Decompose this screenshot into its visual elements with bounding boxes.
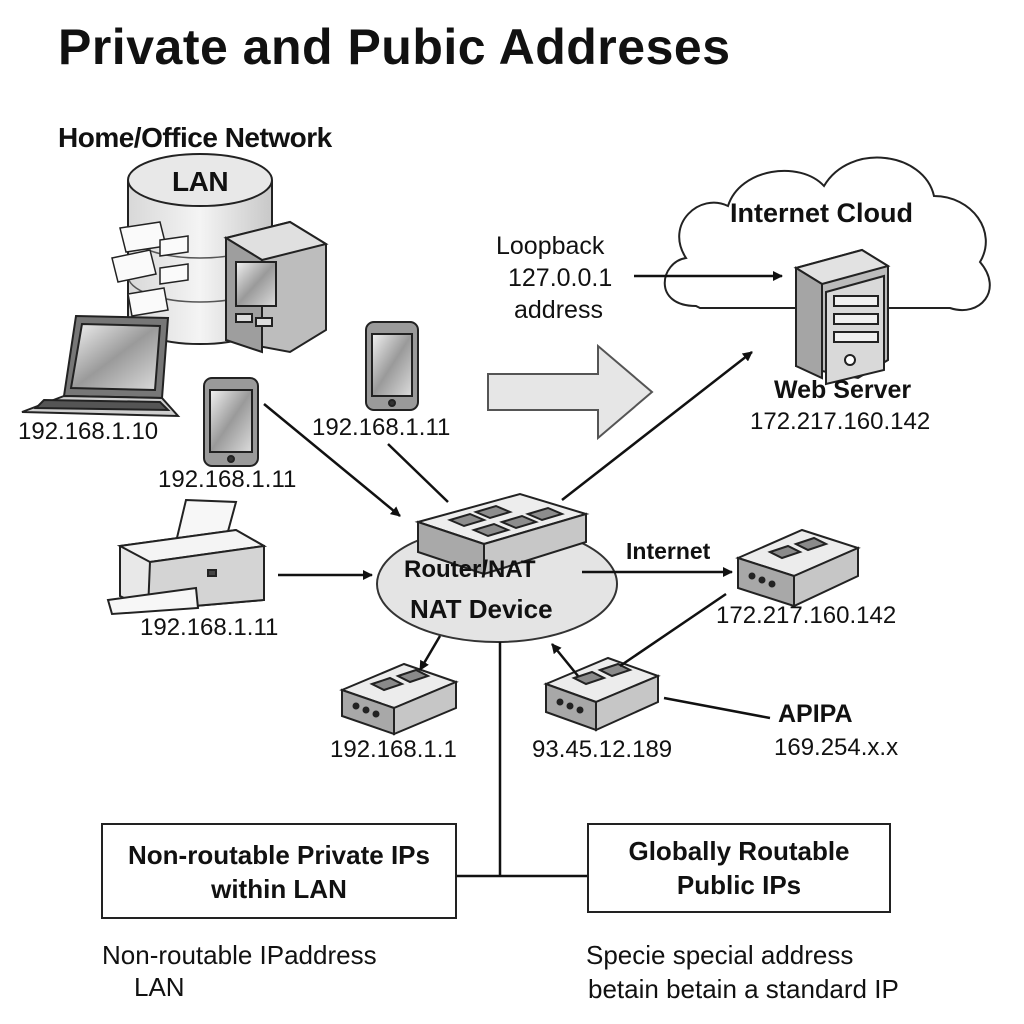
public-ip-box bbox=[587, 823, 891, 913]
phone-ip: 192.168.1.11 bbox=[158, 466, 297, 493]
smartphone-icon bbox=[365, 321, 419, 411]
web-server-ip: 172.217.160.142 bbox=[750, 408, 931, 435]
printer-icon bbox=[106, 498, 268, 616]
internet-cloud-shape bbox=[663, 156, 991, 311]
nat-device-label: NAT Device bbox=[410, 594, 553, 624]
printer-ip: 192.168.1.11 bbox=[140, 614, 279, 641]
private-ip-box bbox=[101, 823, 457, 919]
apipa-range: 169.254.x.x bbox=[774, 734, 899, 761]
internet-device-ip: 172.217.160.142 bbox=[716, 602, 897, 629]
laptop-icon bbox=[21, 314, 181, 418]
loopback-label: Loopback bbox=[496, 232, 605, 260]
web-server-label: Web Server bbox=[774, 376, 912, 404]
network-heading: Home/Office Network bbox=[58, 122, 332, 153]
router-icon bbox=[414, 492, 590, 576]
private-ip-box-text: Non-routable Private IPs within LAN bbox=[102, 838, 456, 906]
connectors bbox=[263, 271, 783, 878]
loopback-address: 127.0.0.1 bbox=[508, 264, 613, 292]
public-ip-box-text: Globally Routable Public IPs bbox=[588, 834, 890, 902]
laptop-ip: 192.168.1.10 bbox=[18, 418, 159, 445]
right-note-line1: Specie special address bbox=[586, 940, 854, 970]
left-note-line1: Non-routable IPaddress bbox=[102, 940, 377, 970]
internet-switch-icon bbox=[735, 528, 861, 608]
desktop-computer-icon bbox=[223, 220, 329, 354]
private-ip-box-line2: within LAN bbox=[211, 874, 347, 904]
cloud-label: Internet Cloud bbox=[730, 198, 913, 228]
router-label: Router/NAT bbox=[404, 556, 536, 583]
smartphone-icon bbox=[203, 377, 259, 467]
internet-label: Internet bbox=[626, 538, 711, 564]
page-title: Private and Pubic Addreses bbox=[58, 19, 731, 75]
lan-switch-ip: 192.168.1.1 bbox=[330, 736, 457, 763]
public-ip-box-line1: Globally Routable bbox=[628, 836, 850, 866]
lan-label: LAN bbox=[172, 166, 229, 197]
right-note-line2: betain betain a standard IP bbox=[588, 974, 899, 1004]
web-server-icon bbox=[793, 248, 891, 386]
loopback-suffix: address bbox=[514, 296, 603, 324]
block-arrow bbox=[487, 343, 654, 441]
lan-switch-icon bbox=[339, 662, 459, 736]
left-note-line2: LAN bbox=[134, 972, 185, 1002]
public-switch-ip: 93.45.12.189 bbox=[532, 736, 673, 763]
public-ip-box-line2: Public IPs bbox=[676, 870, 802, 900]
phone-ip: 192.168.1.11 bbox=[312, 414, 451, 441]
apipa-label: APIPA bbox=[778, 700, 853, 728]
public-switch-icon bbox=[543, 656, 661, 732]
documents-icon bbox=[111, 221, 189, 317]
private-ip-box-line1: Non-routable Private IPs bbox=[128, 840, 430, 870]
